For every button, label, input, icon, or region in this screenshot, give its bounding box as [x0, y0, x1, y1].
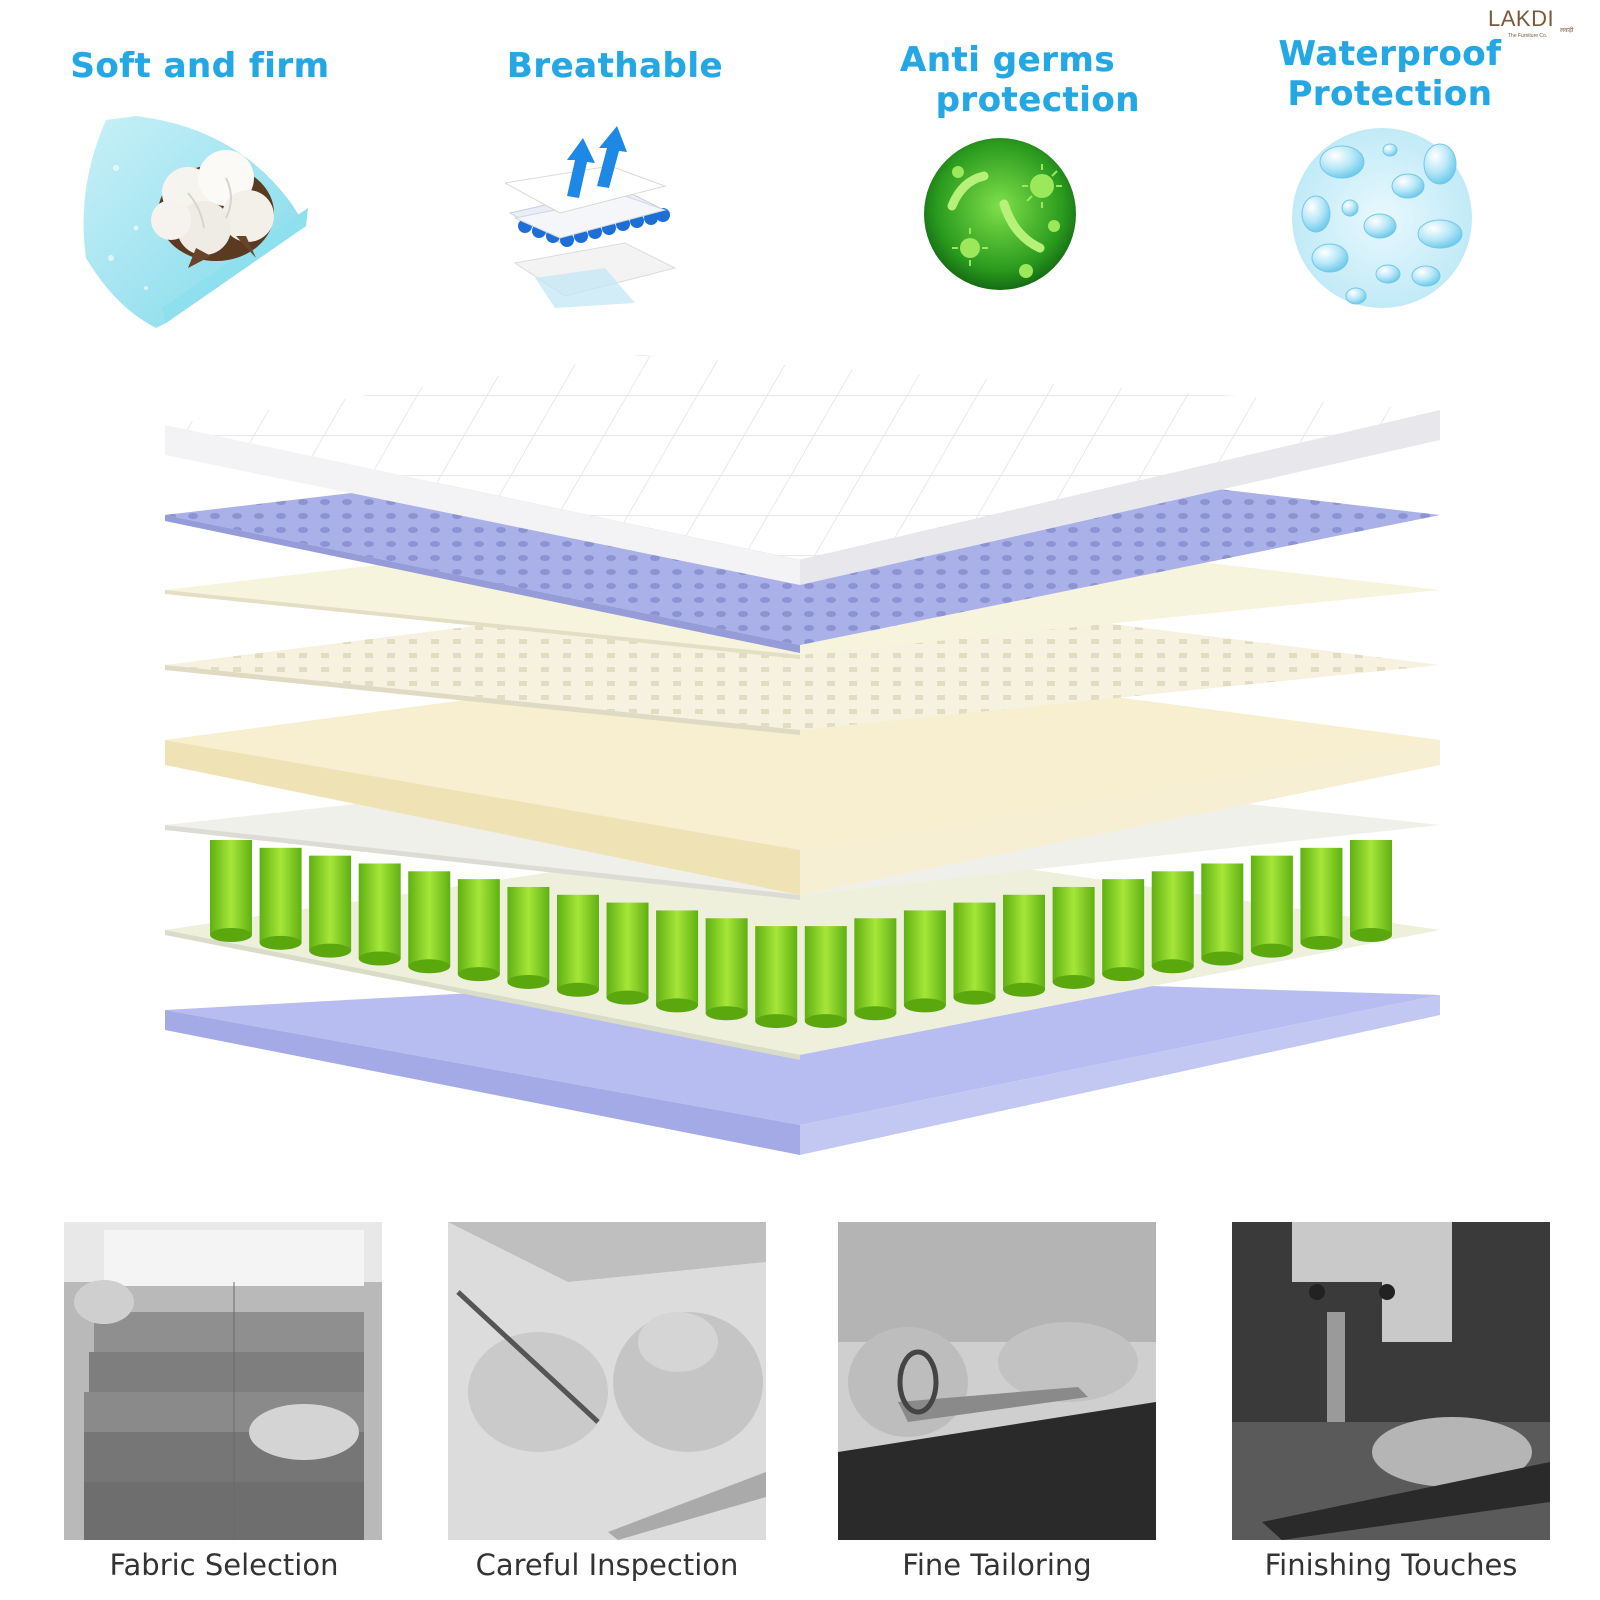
- spring-coil-base: [1300, 935, 1343, 950]
- spring-coil: [606, 902, 649, 998]
- spring-coil-base: [903, 998, 946, 1013]
- layer-pocket-springs: [210, 840, 1392, 1029]
- feature-title-line2: protection: [935, 80, 1140, 120]
- caption-fine-tailoring: Fine Tailoring: [902, 1548, 1092, 1582]
- logo-text: LAKDI: [1488, 6, 1555, 31]
- spring-coil-base: [1052, 974, 1095, 989]
- mattress-layers-illustration: [160, 355, 1480, 1185]
- spring-coil-base: [1201, 951, 1244, 966]
- logo-side-text: लकड़ी: [1560, 28, 1574, 34]
- spring-coil-base: [259, 935, 302, 950]
- spring-coil: [309, 855, 352, 951]
- brand-logo: LAKDI लकड़ी The Furniture Co.: [1488, 6, 1588, 40]
- spring-coil-base: [656, 998, 699, 1013]
- logo-tagline: The Furniture Co.: [1508, 33, 1548, 39]
- feature-waterproof: Waterproof Protection: [1250, 34, 1530, 114]
- spring-coil: [408, 871, 451, 967]
- spring-coil-base: [408, 959, 451, 974]
- spring-coil: [1003, 894, 1046, 990]
- spring-coil-base: [1003, 982, 1046, 997]
- spring-coil-base: [953, 990, 996, 1005]
- germs-icon: [922, 136, 1078, 296]
- layer-cream-foam: [165, 655, 1440, 895]
- spring-coil: [358, 863, 401, 959]
- feature-soft-and-firm: Soft and firm: [60, 46, 340, 86]
- spring-coil: [705, 918, 748, 1014]
- fine-tailoring-photo: [838, 1222, 1156, 1540]
- spring-coil-base: [1102, 967, 1145, 982]
- spring-coil: [1102, 879, 1145, 975]
- spring-coil: [507, 886, 550, 982]
- spring-coil-base: [1250, 943, 1293, 958]
- caption-finishing-touches: Finishing Touches: [1264, 1548, 1518, 1582]
- feature-title: Soft and firm: [70, 46, 330, 86]
- spring-coil-base: [606, 990, 649, 1005]
- feature-anti-germs: Anti germs protection: [870, 40, 1140, 120]
- spring-coil: [804, 926, 847, 1022]
- feature-breathable: Breathable: [480, 46, 750, 86]
- spring-coil-base: [309, 943, 352, 958]
- caption-careful-inspection: Careful Inspection: [475, 1548, 739, 1582]
- careful-inspection-photo: [448, 1222, 766, 1540]
- layer-quilted-top: [165, 355, 1440, 585]
- airflow-layers-icon: [503, 118, 685, 312]
- water-drops-icon: [1290, 126, 1474, 314]
- cotton-foam-icon: [76, 108, 312, 340]
- spring-coil: [1300, 847, 1343, 943]
- feature-title-line1: Waterproof: [1278, 34, 1502, 74]
- spring-coil: [259, 847, 302, 943]
- spring-coil: [903, 910, 946, 1006]
- feature-title-line1: Anti germs: [900, 40, 1116, 80]
- feature-title: Breathable: [506, 46, 724, 86]
- spring-coil-base: [854, 1006, 897, 1021]
- spring-coil-base: [755, 1014, 798, 1029]
- spring-coil: [854, 918, 897, 1014]
- spring-coil-base: [358, 951, 401, 966]
- spring-coil: [1052, 886, 1095, 982]
- spring-coil: [755, 926, 798, 1022]
- spring-coil-base: [507, 974, 550, 989]
- spring-coil-base: [804, 1014, 847, 1029]
- spring-coil: [656, 910, 699, 1006]
- spring-coil-base: [457, 967, 500, 982]
- spring-coil-base: [705, 1006, 748, 1021]
- fabric-selection-photo: [64, 1222, 382, 1540]
- spring-coil-base: [556, 982, 599, 997]
- spring-coil: [953, 902, 996, 998]
- spring-coil: [556, 894, 599, 990]
- spring-coil-base: [1350, 928, 1392, 942]
- caption-fabric-selection: Fabric Selection: [109, 1548, 339, 1582]
- spring-coil-base: [210, 928, 252, 942]
- spring-coil-base: [1151, 959, 1194, 974]
- finishing-touches-photo: [1232, 1222, 1550, 1540]
- spring-coil: [1151, 871, 1194, 967]
- spring-coil: [1250, 855, 1293, 951]
- feature-title-line2: Protection: [1287, 74, 1493, 114]
- spring-coil: [1201, 863, 1244, 959]
- spring-coil: [210, 840, 252, 935]
- layer-perforated-latex: [165, 585, 1440, 735]
- spring-coil: [1350, 840, 1392, 935]
- spring-coil: [457, 879, 500, 975]
